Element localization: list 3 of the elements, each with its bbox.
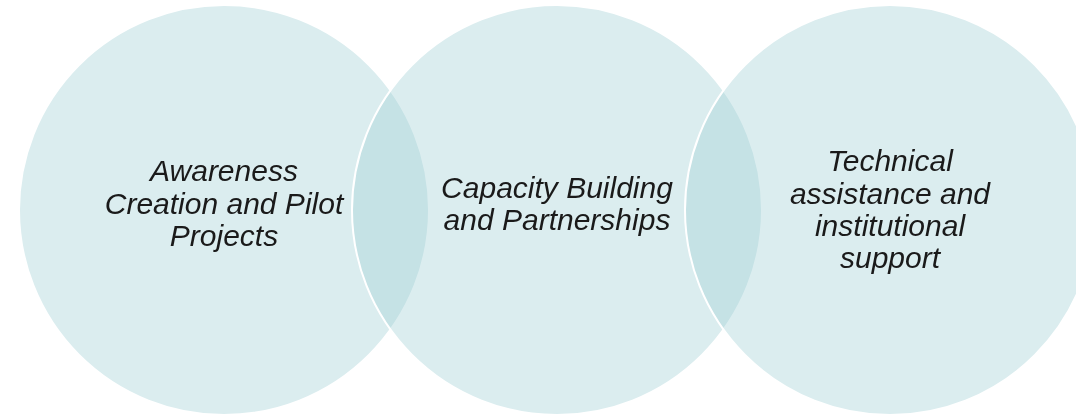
circle-label: Awareness Creation and Pilot Projects bbox=[103, 155, 346, 253]
circle-label: Technical assistance and institutional support bbox=[788, 145, 992, 275]
circle-label: Capacity Building and Partnerships bbox=[440, 171, 674, 237]
